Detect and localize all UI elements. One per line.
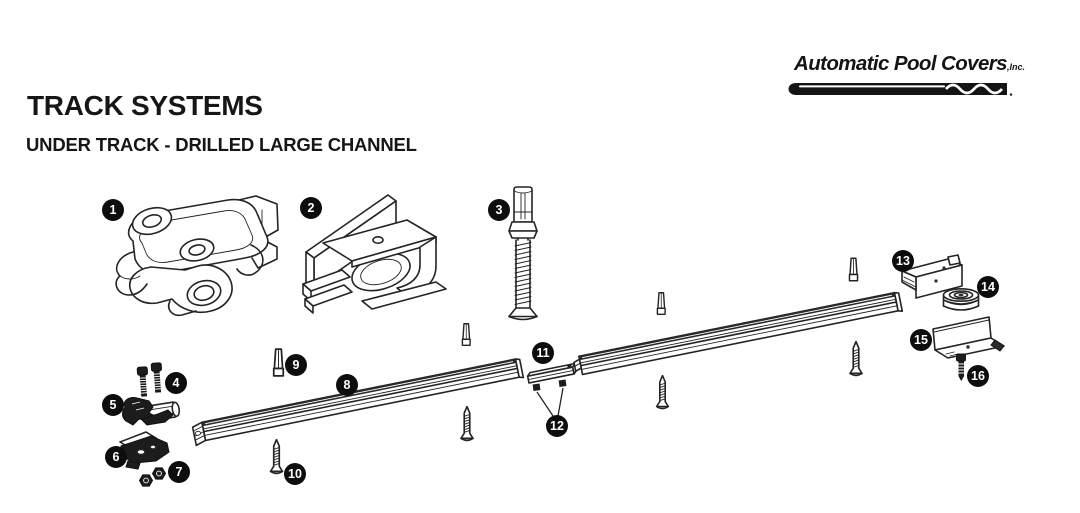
- part-badge-11: 11: [532, 342, 554, 364]
- brand-name: Automatic Pool Covers,Inc.: [788, 52, 1025, 79]
- part-7-nuts-drawing: [138, 467, 167, 487]
- part-9-anchor-drawing: [272, 348, 285, 377]
- part-badge-15: 15: [910, 329, 932, 351]
- part-badge-9: 9: [285, 354, 307, 376]
- part-1-pulley-housing-drawing: [115, 195, 279, 317]
- part-badge-13: 13: [892, 250, 914, 272]
- page-subtitle: UNDER TRACK - DRILLED LARGE CHANNEL: [26, 134, 417, 155]
- part-13-end-bracket-drawing: [901, 254, 963, 299]
- part-16-screw-drawing: [956, 353, 966, 382]
- part-14-pulley-wheel-drawing: [942, 287, 980, 311]
- part-badge-4: 4: [165, 372, 187, 394]
- part-badge-16: 16: [967, 365, 989, 387]
- brand-suffix-text: ,Inc.: [1006, 62, 1025, 72]
- part-badge-2: 2: [300, 197, 322, 219]
- part-12-set-screws-drawing: [532, 379, 567, 417]
- part-10-screw-drawing: [269, 439, 284, 475]
- part-3-anchor-screw-drawing: [508, 186, 538, 321]
- part-8-track-left-drawing: [191, 358, 525, 447]
- part-badge-8: 8: [336, 374, 358, 396]
- part-11-splice-connector-drawing: [526, 362, 578, 384]
- brand-wave-bar: [788, 83, 1013, 96]
- brand-name-text: Automatic Pool Covers: [794, 52, 1008, 75]
- part-badge-7: 7: [168, 461, 190, 483]
- part-badge-14: 14: [977, 276, 999, 298]
- part-2-glider-housing-drawing: [302, 194, 447, 314]
- part-6-bracket-drawing: [119, 431, 170, 470]
- page-title: TRACK SYSTEMS: [27, 90, 263, 121]
- part-badge-10: 10: [284, 463, 306, 485]
- part-badge-1: 1: [102, 199, 124, 221]
- part-badge-12: 12: [546, 415, 568, 437]
- part-badge-3: 3: [488, 199, 510, 221]
- part-badge-5: 5: [102, 394, 124, 416]
- part-4-bolts-drawing: [136, 362, 163, 397]
- brand-logo: Automatic Pool Covers,Inc.: [788, 52, 1025, 97]
- part-15-angle-plate-drawing: [932, 316, 1005, 359]
- part-8-track-right-drawing: [573, 291, 904, 376]
- part-badge-6: 6: [105, 446, 127, 468]
- part-5-bracket-drawing: [122, 397, 181, 426]
